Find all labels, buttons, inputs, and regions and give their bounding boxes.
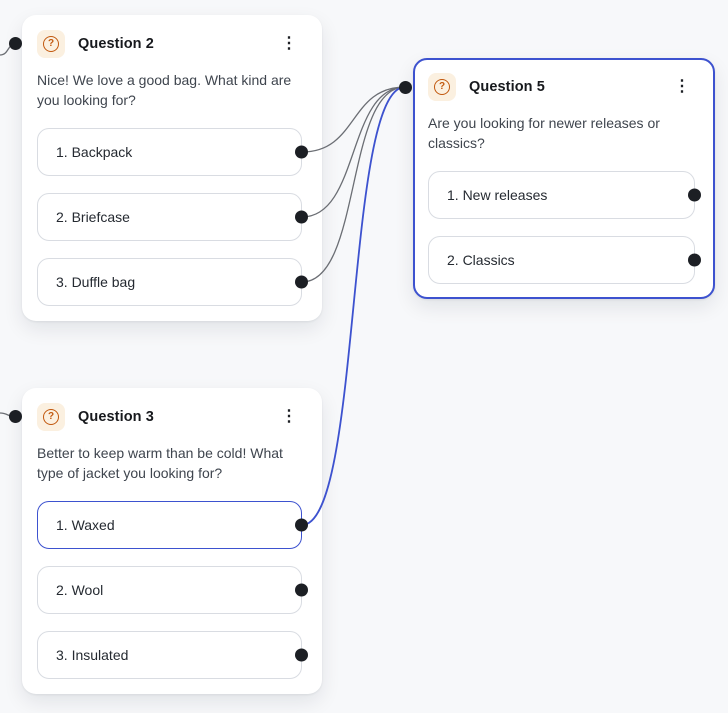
question-circle-icon: ? (434, 79, 450, 95)
target-handle-question-5[interactable] (399, 81, 412, 94)
target-handle-question-3[interactable] (9, 410, 22, 423)
source-handle-insulated[interactable] (295, 648, 308, 662)
option-label: 3. Insulated (56, 647, 129, 663)
option-label: 2. Briefcase (56, 209, 130, 225)
option-row-waxed[interactable]: 1. Waxed (37, 501, 308, 549)
question-icon: ? (37, 403, 65, 431)
node-card-question-2[interactable]: ? Question 2 ⋮ Nice! We love a good bag.… (9, 15, 322, 321)
node-body-text: Nice! We love a good bag. What kind are … (37, 72, 292, 108)
kebab-menu-icon[interactable]: ⋮ (276, 34, 302, 54)
node-title: Question 2 (78, 36, 154, 52)
node-header[interactable]: ? Question 3 ⋮ (37, 403, 302, 431)
source-handle-wool[interactable] (295, 583, 308, 597)
kebab-menu-icon[interactable]: ⋮ (669, 77, 695, 97)
option-label: 1. New releases (447, 187, 548, 203)
option-row-insulated[interactable]: 3. Insulated (37, 631, 308, 679)
option-row-wool[interactable]: 2. Wool (37, 566, 308, 614)
source-handle-duffle-bag[interactable] (295, 275, 308, 289)
options-list: 1. Waxed 2. Wool 3. Insulated (37, 501, 308, 679)
option-label: 1. Waxed (56, 517, 115, 533)
option-row-backpack[interactable]: 1. Backpack (37, 128, 308, 176)
question-circle-icon: ? (43, 36, 59, 52)
option-row-classics[interactable]: 2. Classics (428, 236, 701, 284)
option-row-new-releases[interactable]: 1. New releases (428, 171, 701, 219)
node-header[interactable]: ? Question 2 ⋮ (37, 30, 302, 58)
source-handle-waxed[interactable] (295, 518, 308, 532)
option-row-duffle-bag[interactable]: 3. Duffle bag (37, 258, 308, 306)
node-header[interactable]: ? Question 5 ⋮ (428, 73, 695, 101)
target-handle-question-2[interactable] (9, 37, 22, 50)
option-label: 2. Classics (447, 252, 515, 268)
source-handle-classics[interactable] (688, 253, 701, 267)
source-handle-backpack[interactable] (295, 145, 308, 159)
options-list: 1. New releases 2. Classics (428, 171, 701, 284)
kebab-menu-icon[interactable]: ⋮ (276, 407, 302, 427)
option-row-briefcase[interactable]: 2. Briefcase (37, 193, 308, 241)
question-icon: ? (37, 30, 65, 58)
option-label: 2. Wool (56, 582, 104, 598)
node-body-text: Are you looking for newer releases or cl… (428, 115, 660, 151)
option-label: 1. Backpack (56, 144, 133, 160)
options-list: 1. Backpack 2. Briefcase 3. Duffle bag (37, 128, 308, 306)
node-card-question-3[interactable]: ? Question 3 ⋮ Better to keep warm than … (9, 388, 322, 694)
question-circle-icon: ? (43, 409, 59, 425)
node-card-question-5[interactable]: ? Question 5 ⋮ Are you looking for newer… (399, 58, 715, 299)
node-title: Question 5 (469, 79, 545, 95)
option-label: 3. Duffle bag (56, 274, 136, 290)
question-icon: ? (428, 73, 456, 101)
node-body-text: Better to keep warm than be cold! What t… (37, 445, 283, 481)
node-title: Question 3 (78, 409, 154, 425)
source-handle-new-releases[interactable] (688, 188, 701, 202)
source-handle-briefcase[interactable] (295, 210, 308, 224)
